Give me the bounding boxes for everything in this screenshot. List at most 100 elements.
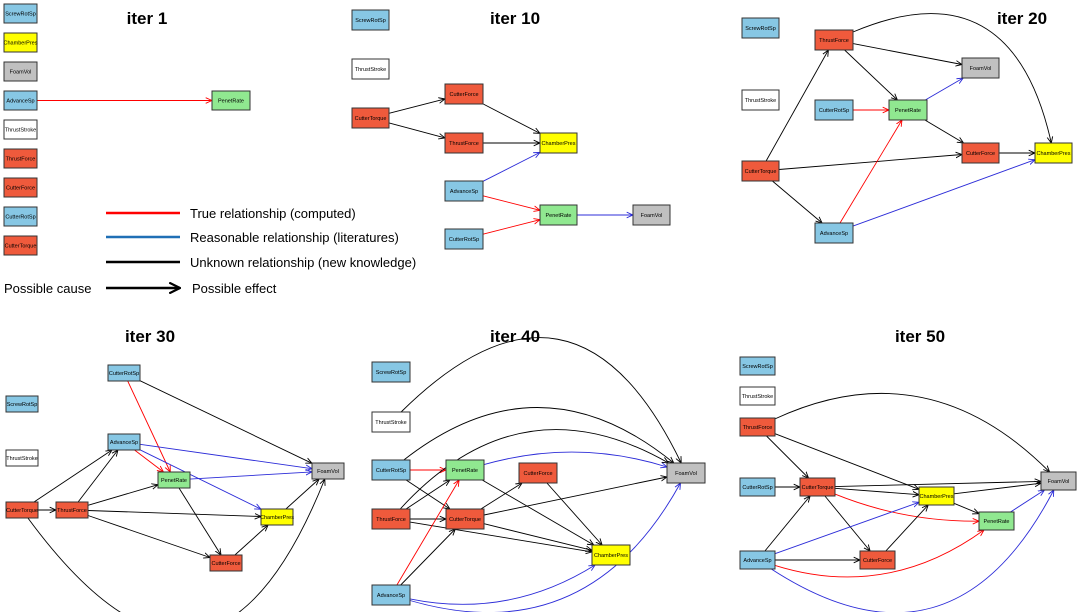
edge-cutter-torque-to-foam-vol (834, 481, 1041, 488)
node-label: ThrustForce (57, 508, 87, 514)
node-label: ThrustForce (376, 517, 406, 523)
edge-cutter-force-to-chamber-pres (885, 505, 928, 552)
edge-thrust-force-to-chamber-pres (852, 13, 1051, 143)
node-label: ScrewRotSp (355, 18, 386, 24)
node-box (371, 459, 411, 481)
edge-cutter-torque-to-foam-vol (27, 479, 325, 612)
node-label: CutterTorque (449, 517, 481, 523)
edge-advance-sp-to-cutter-torque (400, 529, 456, 586)
node-label: CutterForce (523, 471, 552, 477)
node-penet-rate: PenetRate (539, 204, 578, 226)
panel-title: iter 30 (125, 327, 175, 346)
node-label: ThrustStroke (375, 420, 406, 426)
edge-advance-sp-to-chamber-pres (139, 449, 261, 509)
edge-cutter-torque-to-penet-rate (834, 493, 979, 521)
node-label: ThrustForce (6, 157, 36, 163)
node-cutter-rot-sp: CutterRotSp (444, 228, 484, 250)
node-box (888, 99, 928, 121)
node-label: PenetRate (546, 213, 572, 219)
node-label: CutterRotSp (742, 485, 772, 491)
edge-cutter-torque-to-cutter-force (824, 495, 870, 551)
panel-title: iter 50 (895, 327, 945, 346)
node-thrust-stroke: ThrustStroke (5, 449, 39, 467)
node-box (3, 177, 38, 198)
node-chamber-pres: ChamberPres (260, 508, 294, 526)
legend-effect-label: Possible effect (192, 281, 277, 296)
node-cutter-torque: CutterTorque (445, 508, 485, 530)
node-label: CutterRotSp (449, 237, 479, 243)
node-foam-vol: FoamVol (311, 462, 345, 480)
node-label: FoamVol (641, 213, 663, 219)
panel-5: iter 40ScrewRotSpThrustStrokeCutterRotSp… (371, 327, 706, 612)
node-box (799, 477, 836, 497)
node-chamber-pres: ChamberPres (591, 544, 631, 566)
edge-cutter-rot-sp-to-penet-rate (127, 380, 171, 472)
node-box (741, 17, 780, 39)
node-label: ThrustStroke (745, 98, 776, 104)
node-foam-vol: FoamVol (3, 61, 38, 82)
node-box (444, 180, 484, 202)
node-label: ThrustForce (819, 38, 849, 44)
node-label: FoamVol (1048, 479, 1070, 485)
edge-cutter-torque-to-cutter-force (388, 99, 445, 114)
edge-thrust-force-to-penet-rate (405, 480, 450, 510)
node-box (5, 449, 39, 467)
node-box (55, 501, 89, 519)
node-label: CutterRotSp (5, 215, 35, 221)
node-box (371, 584, 411, 606)
node-box (371, 508, 411, 530)
panel-2: iter 10ScrewRotSpThrustStrokeCutterTorqu… (351, 9, 671, 250)
node-thrust-force: ThrustForce (814, 29, 854, 51)
node-chamber-pres: ChamberPres (918, 486, 955, 506)
node-thrust-stroke: ThrustStroke (739, 386, 776, 406)
node-foam-vol: FoamVol (1040, 471, 1077, 491)
node-label: ChamberPres (594, 553, 628, 559)
edge-advance-sp-to-penet-rate (774, 530, 984, 578)
edge-penet-rate-to-cutter-force (924, 119, 964, 143)
node-box (107, 433, 141, 451)
edge-advance-sp-to-chamber-pres (409, 565, 595, 605)
edges (764, 393, 1054, 612)
node-cutter-torque: CutterTorque (799, 477, 836, 497)
node-label: AdvanceSp (377, 593, 405, 599)
edges (765, 13, 1051, 227)
node-label: PenetRate (895, 108, 921, 114)
node-label: AdvanceSp (743, 558, 771, 564)
edge-cutter-torque-to-advance-sp (33, 450, 112, 503)
node-label: ScrewRotSp (742, 364, 773, 370)
node-box (814, 99, 854, 121)
edge-cutter-torque-to-chamber-pres (834, 487, 919, 494)
node-cutter-force: CutterForce (3, 177, 38, 198)
edge-advance-sp-to-chamber-pres (482, 152, 540, 182)
node-chamber-pres: ChamberPres (1034, 142, 1073, 164)
node-label: ChamberPres (1037, 151, 1071, 157)
node-cutter-force: CutterForce (961, 142, 1000, 164)
node-thrust-stroke: ThrustStroke (371, 411, 411, 433)
edge-cutter-torque-to-foam-vol (483, 477, 667, 516)
edge-chamber-pres-to-foam-vol (285, 479, 319, 510)
node-box (371, 361, 411, 383)
node-label: AdvanceSp (110, 440, 138, 446)
node-cutter-torque: CutterTorque (3, 235, 38, 256)
node-label: PenetRate (218, 99, 244, 105)
edge-advance-sp-to-penet-rate (134, 449, 164, 472)
edge-chamber-pres-to-foam-vol (953, 483, 1041, 495)
node-advance-sp: AdvanceSp (371, 584, 411, 606)
node-label: CutterRotSp (376, 468, 406, 474)
edge-cutter-torque-to-thrust-force (765, 50, 828, 162)
legend-reasonable-label: Reasonable relationship (literatures) (190, 230, 399, 245)
panel-6: iter 50ScrewRotSpThrustStrokeThrustForce… (739, 327, 1077, 612)
node-screw-rot-sp: ScrewRotSp (5, 395, 39, 413)
edge-thrust-stroke-to-foam-vol (400, 337, 681, 463)
node-box (961, 57, 1000, 79)
edge-thrust-force-to-penet-rate (87, 485, 158, 506)
node-label: FoamVol (970, 66, 992, 72)
node-cutter-force: CutterForce (444, 83, 484, 105)
edge-advance-sp-to-foam-vol (409, 483, 681, 612)
edge-penet-rate-to-foam-vol (483, 451, 667, 467)
node-label: CutterForce (863, 558, 892, 564)
node-box (157, 471, 191, 489)
node-box (3, 32, 38, 53)
node-label: AdvanceSp (820, 231, 848, 237)
edge-penet-rate-to-foam-vol (189, 472, 312, 480)
